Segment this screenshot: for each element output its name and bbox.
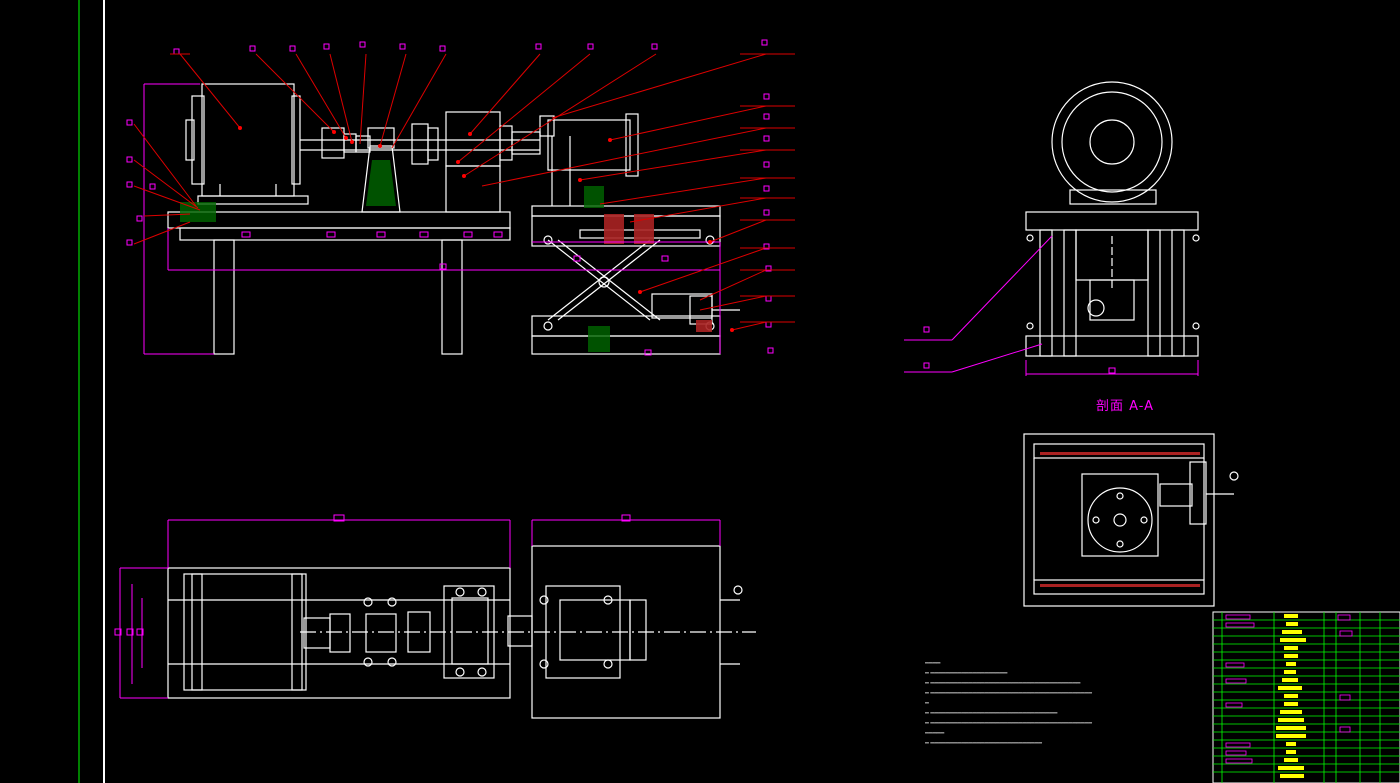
cylinder	[539, 113, 639, 177]
notes-mark: ▁ ▁▁▁▁▁▁▁▁▁▁▁▁▁▁▁▁▁▁▁▁▁▁▁▁▁▁▁▁▁▁▁▁▁▁▁▁▁▁…	[925, 718, 1092, 724]
section-hatches	[180, 160, 712, 352]
bearing-pedestal	[361, 127, 401, 213]
notes-mark: ▁▁▁▁	[925, 658, 941, 664]
parts-list-text-marks	[1276, 614, 1306, 778]
plan-view	[167, 545, 756, 719]
parts-list-codes	[1225, 614, 1353, 764]
bottom-section-hatches	[1040, 452, 1200, 587]
parts-list-table	[1212, 611, 1400, 783]
notes-mark: ▁ ▁▁▁▁▁▁▁▁▁▁▁▁▁▁▁▁▁▁▁▁▁▁▁▁▁▁▁▁▁▁▁▁▁▁▁▁▁▁…	[925, 688, 1092, 694]
dimension-lines-side	[904, 235, 1199, 376]
reference-balloons	[126, 39, 774, 354]
technical-notes: ▁▁▁▁ ▁ ▁▁▁▁▁▁▁▁▁▁▁▁▁▁▁▁▁▁▁▁ ▁ ▁▁▁▁▁▁▁▁▁▁…	[925, 656, 1135, 746]
leader-dots	[238, 126, 734, 332]
notes-mark: ▁▁▁▁▁	[925, 728, 945, 734]
side-section-view	[1025, 81, 1200, 357]
notes-mark: ▁ ▁▁▁▁▁▁▁▁▁▁▁▁▁▁▁▁▁▁▁▁▁▁▁▁▁▁▁▁▁▁▁▁▁	[925, 708, 1058, 714]
dimension-lines-front	[143, 83, 721, 356]
parts-list-grid	[1213, 612, 1400, 783]
notes-mark: ▁ ▁▁▁▁▁▁▁▁▁▁▁▁▁▁▁▁▁▁▁▁▁▁▁▁▁▁▁▁▁	[925, 738, 1042, 744]
front-elevation-view	[167, 83, 740, 355]
notes-mark: ▁	[925, 698, 929, 704]
leader-lines	[133, 53, 767, 331]
section-a-a-label: 剖面 A-A	[1096, 399, 1155, 414]
dimension-lines-plan	[114, 514, 721, 699]
bottom-section-view	[1023, 433, 1239, 607]
motor	[185, 83, 309, 205]
notes-mark: ▁ ▁▁▁▁▁▁▁▁▁▁▁▁▁▁▁▁▁▁▁▁	[925, 668, 1008, 674]
balloon-lines	[170, 53, 795, 323]
drawing-border	[78, 0, 105, 783]
notes-mark: ▁ ▁▁▁▁▁▁▁▁▁▁▁▁▁▁▁▁▁▁▁▁▁▁▁▁▁▁▁▁▁▁▁▁▁▁▁▁▁▁…	[925, 678, 1081, 684]
